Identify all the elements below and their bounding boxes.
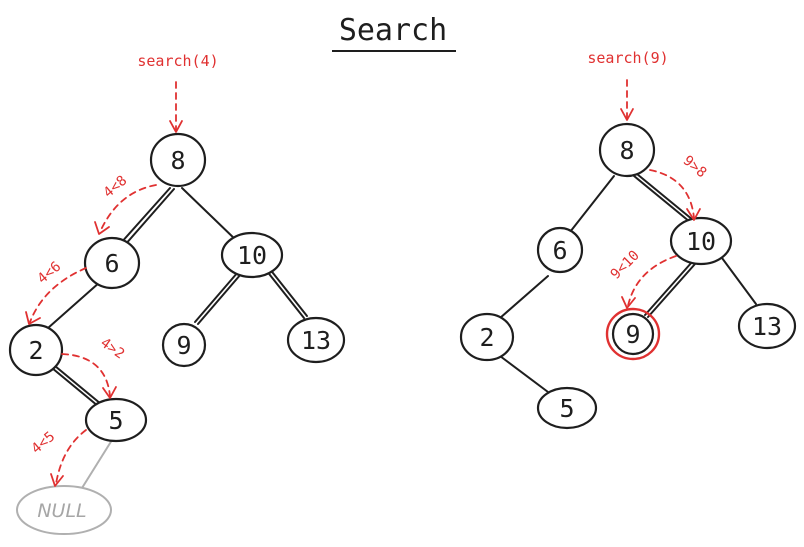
left-node-6-label: 6 [104,249,119,278]
left-arrowhead-5-to-null [50,473,64,487]
left-edge-8-10 [181,187,239,243]
right-node-13-label: 13 [752,312,782,341]
right-edge-10-9 [644,261,693,316]
right-edge-8-10 [633,175,691,223]
left-edge-5-null [81,439,113,489]
left-arrowhead-8-to-6 [94,221,110,235]
right-tree: search(9) 8 6 10 2 9 [459,49,797,430]
left-node-9-label: 9 [176,331,191,360]
right-node-8-label: 8 [619,136,634,165]
right-node-6: 6 [536,226,584,274]
right-node-2: 2 [459,312,515,362]
left-node-10-label: 10 [237,241,267,270]
right-cmp-9gt8: 9>8 [680,153,710,182]
right-arrowhead-8-to-10 [686,208,701,221]
left-node-10: 10 [220,231,284,279]
right-entry-arrowhead [620,108,634,121]
left-edge-10-9-double [197,273,242,325]
left-arrowhead-6-to-2 [25,311,41,325]
right-node-6-label: 6 [552,236,567,265]
right-arrow-10-to-9 [627,255,677,307]
right-arrow-8-to-10 [649,169,695,219]
right-node-10-label: 10 [686,227,716,256]
right-node-13: 13 [737,302,797,350]
left-edge-6-2 [47,281,101,329]
right-edge-2-5 [499,355,549,393]
left-search-call: search(4) [137,52,218,70]
right-node-5-label: 5 [559,394,574,423]
right-node-2-label: 2 [479,323,494,352]
left-entry-arrowhead [169,120,183,133]
left-edge-2-5-double [54,365,102,405]
diagram-title: Search [339,13,447,48]
right-node-5: 5 [536,386,598,430]
right-edge-8-6 [569,175,615,233]
left-cmp-4lt5: 4<5 [29,429,59,458]
left-arrow-6-to-2 [29,267,87,323]
left-node-13: 13 [286,316,346,364]
left-node-9: 9 [161,322,207,368]
right-cmp-9lt10: 9<10 [608,248,643,283]
left-cmp-4gt2: 4>2 [97,335,127,363]
left-arrow-5-to-null [55,429,87,485]
left-node-5-label: 5 [108,406,123,435]
left-node-8: 8 [149,132,207,188]
left-node-8-label: 8 [170,146,185,175]
right-node-9: 9 [605,307,661,361]
right-node-9-label: 9 [625,320,640,349]
left-node-13-label: 13 [301,326,331,355]
left-edge-8-6-double [123,188,175,247]
left-tree: search(4) 8 6 10 2 [8,52,346,535]
left-node-2-label: 2 [28,336,43,365]
left-node-2: 2 [8,323,64,377]
left-node-null: NULL [16,485,112,535]
right-edge-10-9-double [647,263,696,318]
left-edge-10-13-double [268,267,308,317]
right-node-8: 8 [598,122,656,178]
right-node-10: 10 [669,216,733,266]
left-node-6: 6 [83,236,141,290]
left-edge-2-5 [51,367,99,407]
left-arrow-2-to-5 [61,353,111,397]
right-node-9-found-highlight [605,307,661,361]
left-edge-8-6 [119,187,171,245]
right-search-call: search(9) [587,49,668,67]
left-edge-10-9 [194,271,239,323]
left-cmp-4lt8: 4<8 [101,173,131,202]
left-edge-10-13 [265,269,305,319]
right-edge-10-13 [721,257,757,305]
left-node-5: 5 [84,397,148,443]
left-cmp-4lt6: 4<6 [35,259,65,288]
right-edge-8-10-double [636,173,694,221]
right-arrowhead-10-to-9 [621,296,636,309]
left-arrowhead-2-to-5 [102,386,117,399]
left-node-null-label: NULL [37,500,86,522]
left-arrow-8-to-6 [99,184,157,233]
right-edge-6-2 [499,275,549,319]
